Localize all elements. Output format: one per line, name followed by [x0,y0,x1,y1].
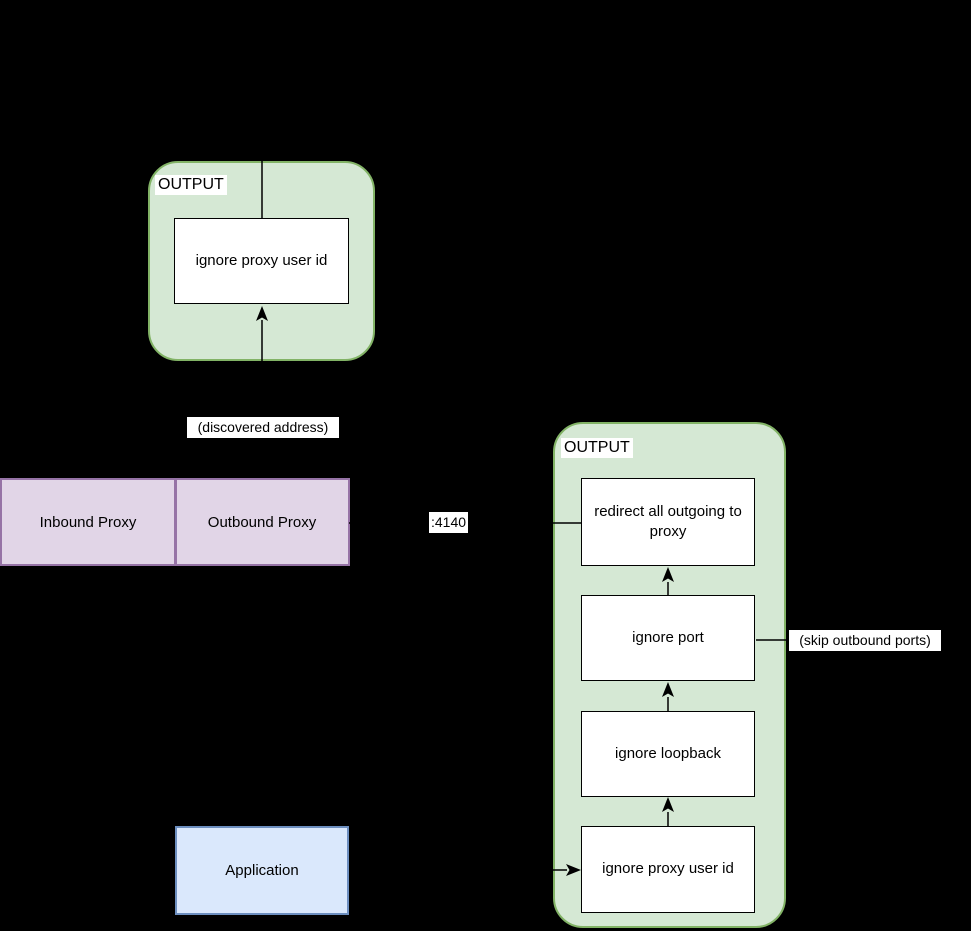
rule-ignore-loopback: ignore loopback [581,711,755,797]
edge-label-discovered-address: (discovered address) [187,417,339,438]
edge-label-skip-outbound-ports: (skip outbound ports) [789,630,941,651]
rule-ignore-proxy-user-id-top: ignore proxy user id [174,218,349,304]
application-box: Application [175,826,349,915]
output-chain-title-top: OUTPUT [155,175,227,195]
rule-ignore-proxy-user-id: ignore proxy user id [581,826,755,913]
output-chain-title-right: OUTPUT [561,438,633,458]
inbound-proxy-box: Inbound Proxy [0,478,176,566]
rule-ignore-port: ignore port [581,595,755,681]
edge-label-port-4140: :4140 [429,512,469,533]
outbound-proxy-box: Outbound Proxy [174,478,350,566]
rule-redirect-all-outgoing: redirect all outgoing to proxy [581,478,755,566]
